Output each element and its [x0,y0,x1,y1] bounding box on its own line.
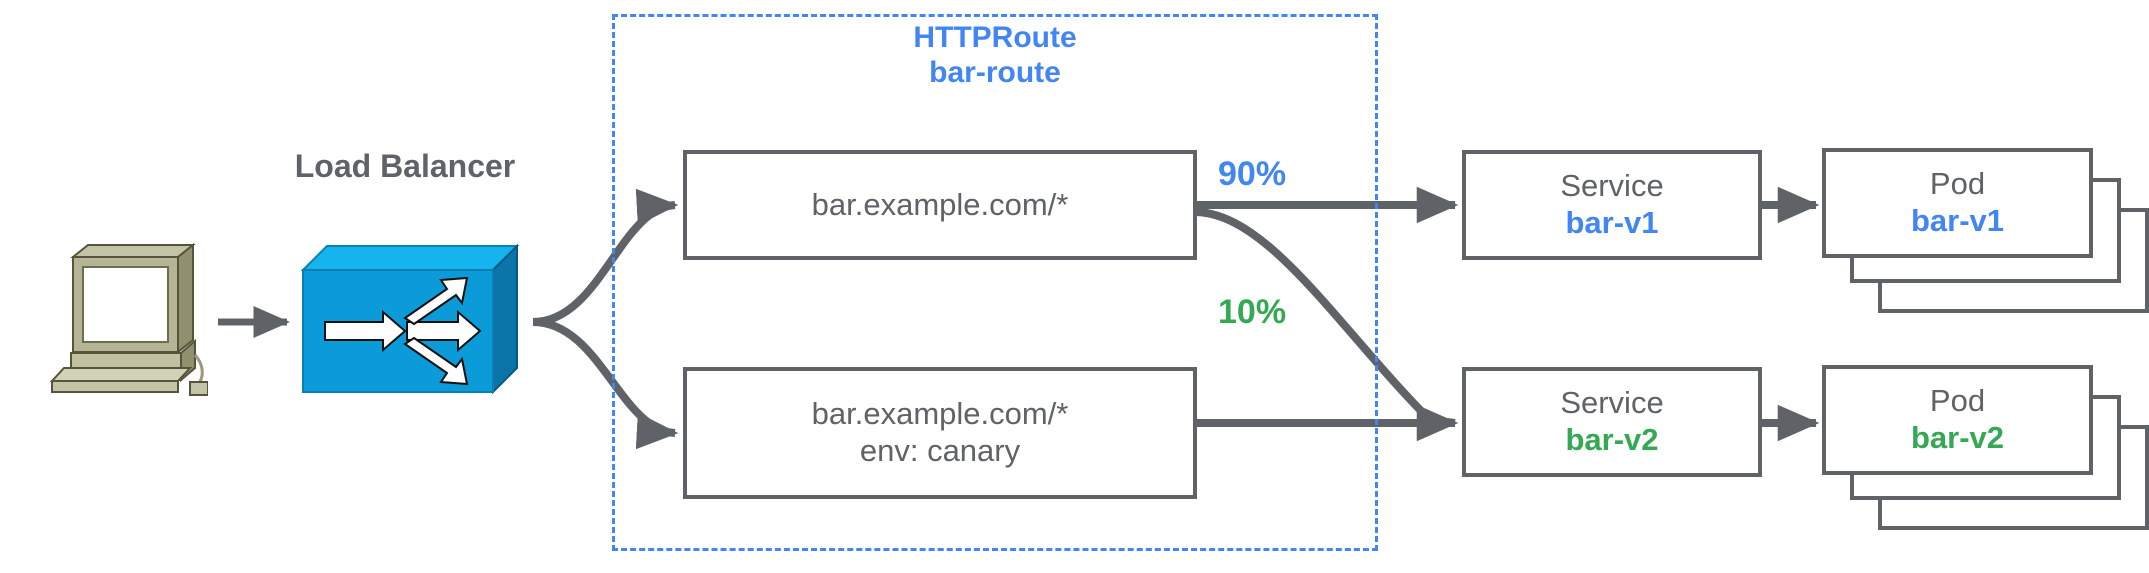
route-match-hostname-1: bar.example.com/* [811,186,1069,222]
service-name-label-2: bar-v2 [1565,422,1659,457]
load-balancer-label: Load Balancer [294,148,516,184]
service-box-bar-v2[interactable]: Service bar-v2 [1462,367,1762,477]
service-name-label-1: bar-v1 [1565,205,1659,240]
httproute-group-title: HTTPRoute bar-route [612,20,1378,91]
service-box-bar-v1[interactable]: Service bar-v1 [1462,150,1762,260]
pod-replica-1-bar-v2[interactable]: Pod bar-v2 [1822,365,2093,475]
weight-label-10: 10% [1218,293,1287,331]
pod-kind-label-2: Pod [1929,383,1986,419]
httproute-kind-label: HTTPRoute [913,21,1077,54]
service-kind-label-2: Service [1560,385,1664,421]
route-match-box-2[interactable]: bar.example.com/* env: canary [683,367,1197,499]
pod-stack-bar-v1: Pod bar-v1 [1822,148,2149,313]
pod-replica-1-bar-v1[interactable]: Pod bar-v1 [1822,148,2093,258]
pod-name-label-1: bar-v1 [1910,203,2005,238]
weight-label-90: 90% [1218,155,1287,193]
desktop-computer-icon [49,242,208,396]
service-kind-label-1: Service [1560,168,1664,204]
httproute-group-boundary [612,14,1378,551]
pod-kind-label-1: Pod [1929,166,1986,202]
pod-name-label-2: bar-v2 [1910,420,2005,455]
route-match-box-1[interactable]: bar.example.com/* [683,150,1197,260]
pod-stack-bar-v2: Pod bar-v2 [1822,365,2149,530]
httproute-name-label: bar-route [929,56,1061,90]
network-switch-icon [300,243,520,395]
route-match-header-2: env: canary [859,433,1021,468]
route-match-hostname-2: bar.example.com/* [811,396,1069,432]
